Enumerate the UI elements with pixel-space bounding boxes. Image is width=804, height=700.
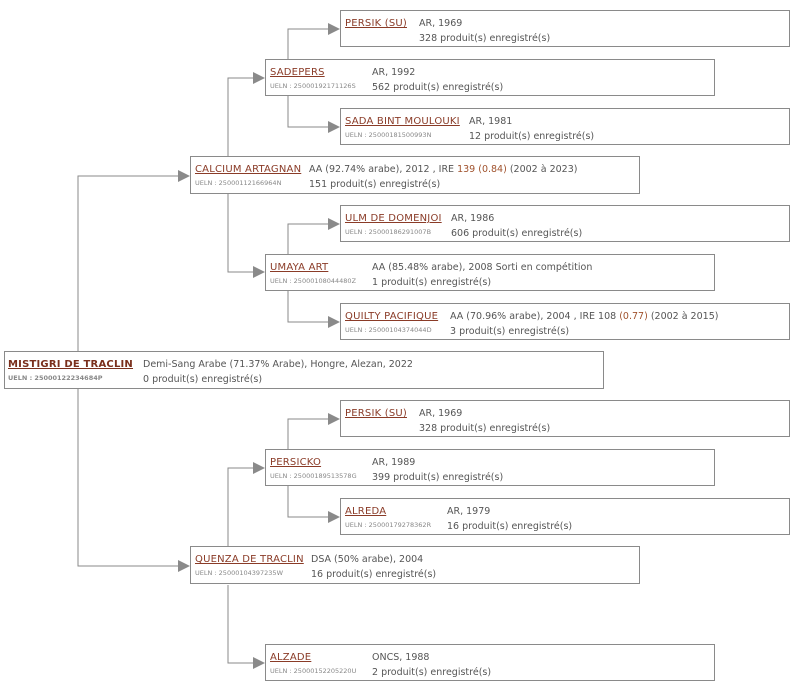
sire-dam-dam-name-link[interactable]: QUILTY PACIFIQUE — [345, 311, 439, 322]
dam-sire-name-link[interactable]: PERSICKO — [270, 457, 322, 468]
dam-sire-dam-name-link[interactable]: ALREDA — [345, 506, 387, 517]
sire-sire-sire-count: 328 produit(s) enregistré(s) — [419, 33, 551, 44]
sire-dam-sire-count: 606 produit(s) enregistré(s) — [451, 228, 583, 239]
sire-ire-period: (2002 à 2023) — [506, 164, 578, 175]
dam-sire-card: PERSICKO UELN : 25000189513578G AR, 1989… — [265, 449, 715, 486]
dam-name-link[interactable]: QUENZA DE TRACLIN — [195, 554, 304, 565]
dam-sire-info: AR, 1989 — [372, 457, 416, 468]
dam-sire-ueln: UELN : 25000189513578G — [270, 472, 357, 480]
sire-name-link[interactable]: CALCIUM ARTAGNAN — [195, 164, 302, 175]
sire-sire-name-link[interactable]: SADEPERS — [270, 67, 325, 78]
sire-dam-dam-ire-index: (0.77) — [619, 311, 648, 322]
sire-dam-count: 1 produit(s) enregistré(s) — [372, 277, 492, 288]
sire-sire-dam-name-link[interactable]: SADA BINT MOULOUKI — [345, 116, 460, 127]
sire-sire-sire-name-link[interactable]: PERSIK (SU) — [345, 18, 407, 29]
sire-dam-info: AA (85.48% arabe), 2008 Sorti en compéti… — [372, 262, 593, 273]
sire-card: CALCIUM ARTAGNAN UELN : 25000112166964N … — [190, 156, 640, 194]
dam-sire-sire-info: AR, 1969 — [419, 408, 463, 419]
dam-dam-ueln: UELN : 25000152205220U — [270, 667, 357, 675]
root-horse-count: 0 produit(s) enregistré(s) — [143, 374, 263, 385]
sire-sire-dam-ueln: UELN : 25000181500993N — [345, 131, 432, 139]
sire-sire-dam-count: 12 produit(s) enregistré(s) — [469, 131, 595, 142]
dam-sire-dam-info: AR, 1979 — [447, 506, 491, 517]
dam-sire-dam-ueln: UELN : 25000179278362R — [345, 521, 432, 529]
root-horse-card: MISTIGRI DE TRACLIN UELN : 2500012223468… — [4, 351, 604, 389]
sire-count: 151 produit(s) enregistré(s) — [309, 179, 441, 190]
dam-sire-sire-name-link[interactable]: PERSIK (SU) — [345, 408, 407, 419]
dam-sire-dam-card: ALREDA UELN : 25000179278362R AR, 1979 1… — [340, 498, 790, 535]
root-horse-info: Demi-Sang Arabe (71.37% Arabe), Hongre, … — [143, 359, 413, 370]
dam-card: QUENZA DE TRACLIN UELN : 25000104397235W… — [190, 546, 640, 584]
sire-sire-dam-info: AR, 1981 — [469, 116, 513, 127]
dam-info: DSA (50% arabe), 2004 — [311, 554, 424, 565]
sire-ueln: UELN : 25000112166964N — [195, 179, 282, 187]
sire-dam-dam-ueln: UELN : 25000104374044D — [345, 326, 432, 334]
sire-sire-ueln: UELN : 25000192171126S — [270, 82, 356, 90]
dam-dam-card: ALZADE UELN : 25000152205220U ONCS, 1988… — [265, 644, 715, 681]
dam-sire-sire-card: PERSIK (SU) AR, 1969 328 produit(s) enre… — [340, 400, 790, 437]
sire-ire-value: 139 — [457, 164, 476, 175]
dam-dam-count: 2 produit(s) enregistré(s) — [372, 667, 492, 678]
sire-dam-card: UMAYA ART UELN : 25000108044480Z AA (85.… — [265, 254, 715, 291]
root-horse-ueln: UELN : 25000122234684P — [8, 374, 103, 382]
sire-dam-sire-info: AR, 1986 — [451, 213, 495, 224]
sire-dam-dam-info-text: AA (70.96% arabe), 2004 , IRE 108 — [450, 311, 620, 322]
sire-dam-sire-ueln: UELN : 25000186291007B — [345, 228, 432, 236]
sire-info-text: AA (92.74% arabe), 2012 , IRE — [309, 164, 458, 175]
sire-dam-dam-info: AA (70.96% arabe), 2004 , IRE 108 (0.77)… — [450, 311, 718, 322]
sire-ire-index: (0.84) — [478, 164, 507, 175]
dam-ueln: UELN : 25000104397235W — [195, 569, 283, 577]
sire-sire-sire-card: PERSIK (SU) AR, 1969 328 produit(s) enre… — [340, 10, 790, 47]
sire-sire-info: AR, 1992 — [372, 67, 416, 78]
sire-sire-count: 562 produit(s) enregistré(s) — [372, 82, 504, 93]
sire-dam-sire-card: ULM DE DOMENJOI UELN : 25000186291007B A… — [340, 205, 790, 242]
sire-dam-name-link[interactable]: UMAYA ART — [270, 262, 329, 273]
sire-dam-sire-name-link[interactable]: ULM DE DOMENJOI — [345, 213, 442, 224]
sire-sire-card: SADEPERS UELN : 25000192171126S AR, 1992… — [265, 59, 715, 96]
dam-count: 16 produit(s) enregistré(s) — [311, 569, 437, 580]
sire-dam-ueln: UELN : 25000108044480Z — [270, 277, 357, 285]
sire-dam-dam-card: QUILTY PACIFIQUE UELN : 25000104374044D … — [340, 303, 790, 340]
root-horse-name-link[interactable]: MISTIGRI DE TRACLIN — [8, 359, 134, 370]
sire-dam-dam-ire-period: (2002 à 2015) — [647, 311, 719, 322]
dam-dam-info: ONCS, 1988 — [372, 652, 430, 663]
sire-dam-dam-count: 3 produit(s) enregistré(s) — [450, 326, 570, 337]
dam-sire-count: 399 produit(s) enregistré(s) — [372, 472, 504, 483]
dam-sire-sire-count: 328 produit(s) enregistré(s) — [419, 423, 551, 434]
sire-sire-sire-info: AR, 1969 — [419, 18, 463, 29]
dam-sire-dam-count: 16 produit(s) enregistré(s) — [447, 521, 573, 532]
sire-info: AA (92.74% arabe), 2012 , IRE 139 (0.84)… — [309, 164, 577, 175]
dam-dam-name-link[interactable]: ALZADE — [270, 652, 312, 663]
sire-sire-dam-card: SADA BINT MOULOUKI UELN : 25000181500993… — [340, 108, 790, 145]
